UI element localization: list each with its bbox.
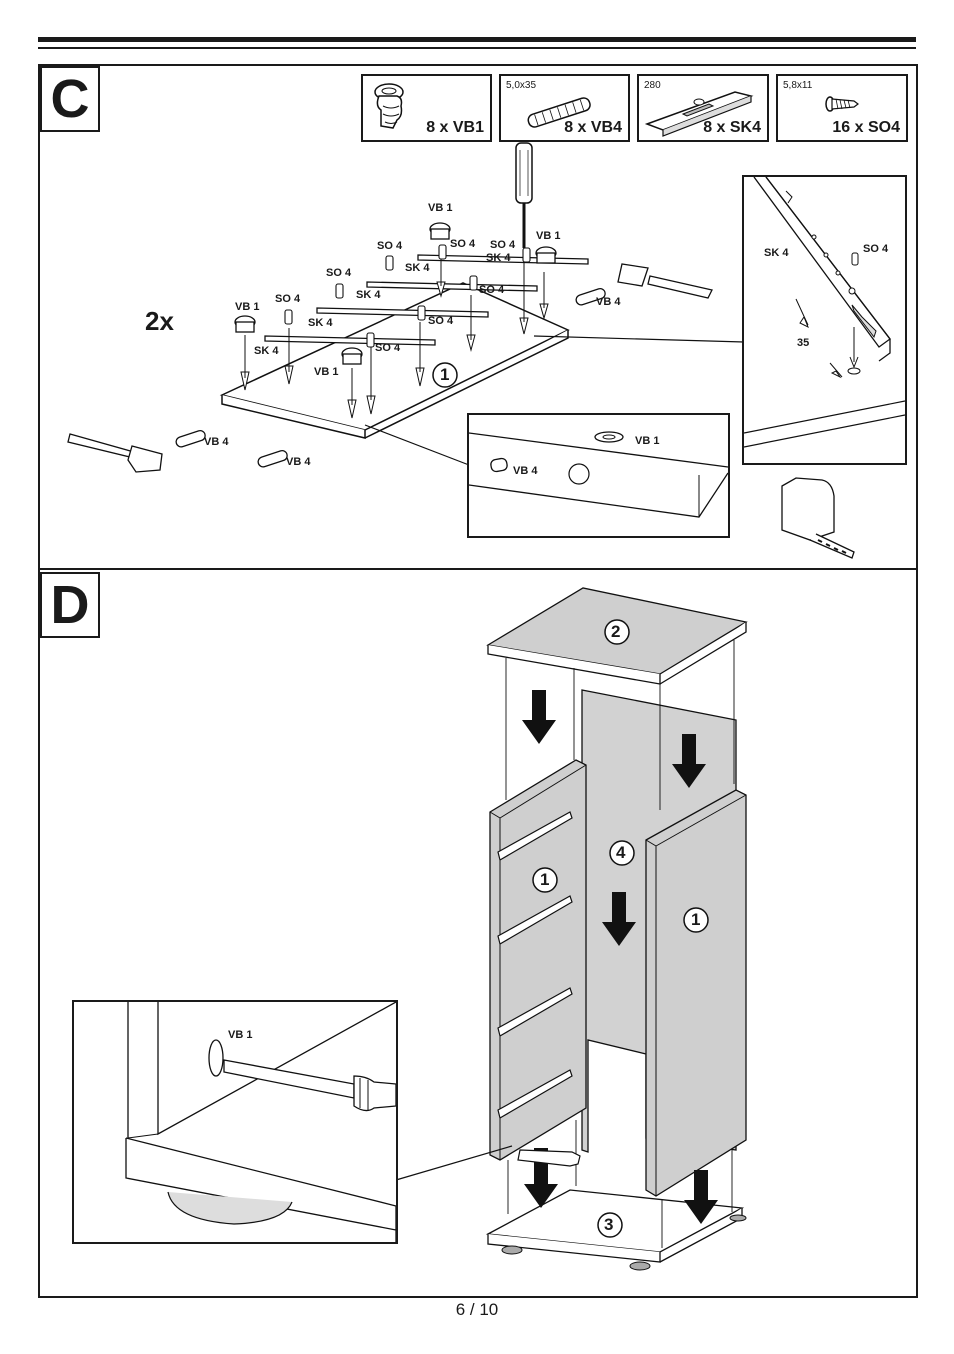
label-so4: SO 4: [490, 239, 516, 251]
dowel-icon: [527, 97, 591, 128]
tape-measure-icon: [781, 477, 855, 559]
label-sk4: SK 4: [254, 345, 279, 357]
header-rule-thick: [38, 37, 916, 42]
rail-detail-drawing: [744, 177, 905, 448]
detail-label-vb1: VB 1: [635, 435, 660, 447]
part-spec-vb4: 5,0x35: [506, 80, 537, 91]
detail-cam-lock-inset: VB 1: [72, 1000, 398, 1244]
detail-d-label-vb1: VB 1: [228, 1029, 253, 1041]
part-number-top: 2: [611, 622, 621, 641]
cam-lock-detail-drawing: [125, 1002, 396, 1242]
quantity-multiplier: 2x: [145, 306, 174, 336]
label-sk4: SK 4: [405, 262, 430, 274]
label-vb1: VB 1: [536, 230, 561, 242]
label-so4: SO 4: [377, 240, 403, 252]
part-number-circles: [532, 619, 709, 1238]
side-panel-lying: [219, 282, 570, 439]
part-qty-vb4: 8 x VB4: [564, 119, 622, 136]
step-divider: [38, 568, 916, 570]
label-sk4: SK 4: [356, 289, 381, 301]
guide-lines: [505, 640, 735, 1248]
part-box-so4: 5,8x11 16 x SO4: [776, 74, 908, 142]
part-number-back: 4: [616, 843, 626, 862]
step-c-drawing: [67, 142, 855, 559]
cam-lock-parts: [234, 222, 557, 365]
label-so4: SO 4: [428, 315, 454, 327]
detail-edge-inset: VB 1 VB 4: [467, 413, 730, 538]
drawer-rail-icon: [644, 91, 754, 137]
insertion-arrows: [240, 245, 549, 419]
detail-distance-35: 35: [797, 337, 810, 349]
label-vb4: VB 4: [204, 436, 229, 448]
part-spec-sk4: 280: [644, 80, 661, 91]
part-number-side-left: 1: [540, 870, 550, 889]
page-number: 6 / 10: [455, 1300, 499, 1319]
left-panel-rails: [497, 811, 573, 1119]
part-number-side-right: 1: [691, 910, 701, 929]
screw-parts: [284, 244, 531, 348]
detail-label-so4: SO 4: [863, 243, 889, 255]
detail-label-sk4: SK 4: [764, 247, 789, 259]
label-so4: SO 4: [375, 342, 401, 354]
label-so4: SO 4: [450, 238, 476, 250]
label-vb1: VB 1: [235, 301, 260, 313]
detail-rail-inset: SK 4 SO 4 35: [742, 175, 907, 465]
label-vb4: VB 4: [286, 456, 311, 468]
step-d-label: D: [40, 572, 100, 638]
part-qty-so4: 16 x SO4: [832, 119, 900, 136]
label-so4: SO 4: [326, 267, 352, 279]
instruction-frame: [38, 64, 918, 1298]
screwdriver-icon: [517, 1149, 581, 1167]
right-side-panel: [645, 789, 747, 1197]
part-box-sk4: 280 8 x SK4: [637, 74, 769, 142]
left-side-panel: [489, 759, 587, 1161]
label-vb4: VB 4: [596, 296, 621, 308]
part-number-base: 3: [604, 1215, 614, 1234]
part-box-vb4: 5,0x35 8 x VB4: [499, 74, 630, 142]
part-spec-so4: 5,8x11: [783, 80, 813, 91]
leader-line: [395, 1145, 513, 1181]
cam-lock-icon: [374, 83, 404, 129]
part-number-circle: [432, 362, 458, 388]
part-qty-vb1: 8 x VB1: [426, 119, 484, 136]
direction-arrows: [522, 690, 718, 1224]
drawer-rails: [264, 254, 589, 346]
label-vb1: VB 1: [314, 366, 339, 378]
detail-label-vb4: VB 4: [513, 465, 538, 477]
screw-icon: [825, 96, 859, 112]
part-box-vb1: 8 x VB1: [361, 74, 492, 142]
dowel-parts: [175, 287, 606, 468]
edge-detail-drawing: [469, 431, 728, 518]
label-so4: SO 4: [479, 284, 505, 296]
label-sk4: SK 4: [308, 317, 333, 329]
label-so4: SO 4: [275, 293, 301, 305]
screwdriver-icon: [515, 142, 533, 248]
label-vb1: VB 1: [428, 202, 453, 214]
header-rule-thin: [38, 47, 916, 49]
step-c-label: C: [40, 66, 100, 132]
part-qty-sk4: 8 x SK4: [703, 119, 761, 136]
label-sk4: SK 4: [486, 252, 511, 264]
hammer-icon: [67, 263, 713, 473]
panel-number-label: 1: [440, 365, 450, 384]
